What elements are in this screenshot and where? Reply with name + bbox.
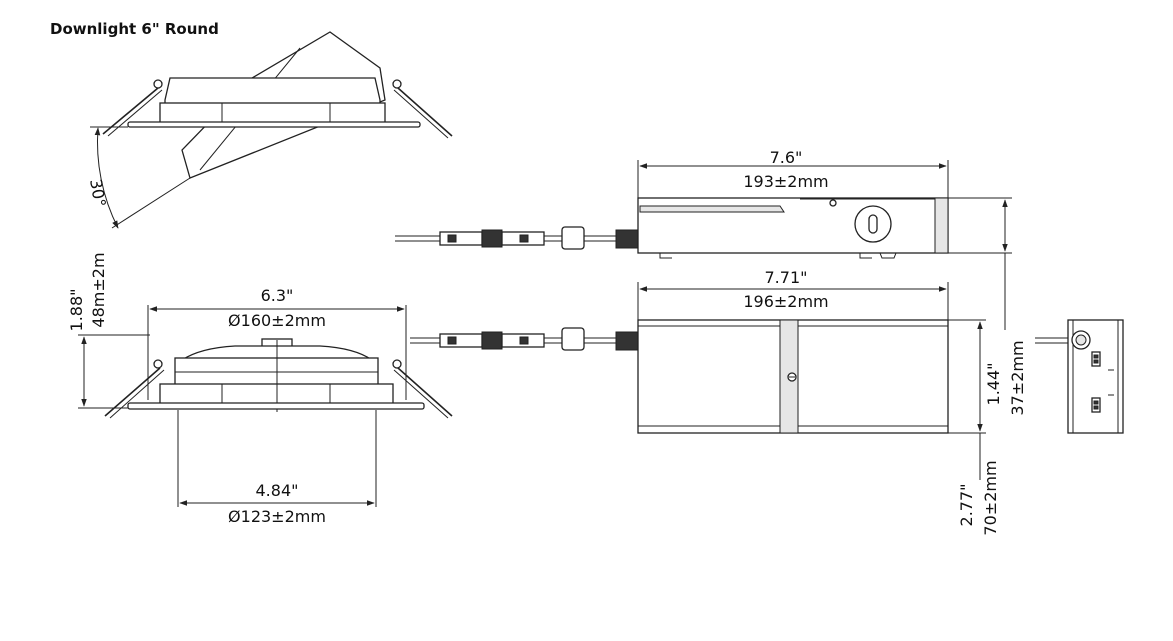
tilted-flange — [127, 121, 421, 128]
driver-width-mm-label: 70±2mm — [981, 460, 1000, 535]
downlight-front-view: 6.3" Ø160±2mm 4.84" Ø123±2mm — [104, 286, 453, 526]
side-cable-nut — [561, 327, 585, 351]
driver-top-len-mm-label: 193±2mm — [743, 172, 828, 191]
front-flange — [127, 402, 425, 410]
driver-side-len-mm-label: 196±2mm — [743, 292, 828, 311]
driver-end-view — [1035, 319, 1124, 434]
height-mm-label: 48m±2m — [89, 252, 108, 327]
height-dimension: 1.88" 48m±2m — [67, 252, 150, 409]
driver-height-mm-label: 37±2mm — [1008, 340, 1027, 415]
top-cable-nut — [561, 226, 585, 250]
flange-in-label: 6.3" — [261, 286, 294, 305]
driver-width-in-label: 2.77" — [957, 484, 976, 527]
driver-top-view: 7.6" 193±2mm — [395, 148, 1012, 259]
side-connector-grip — [481, 331, 503, 350]
height-in-label: 1.88" — [67, 289, 86, 332]
driver-side-view: 7.71" 196±2mm 2.77" 70±2mm 1.44" 37±2mm — [410, 253, 1027, 536]
tilt-angle-label: 30° — [86, 177, 110, 208]
right-spring-clip — [397, 87, 453, 137]
tilt-angle-arc — [94, 127, 119, 229]
tilted-housing — [164, 77, 381, 106]
cutout-mm-label: Ø123±2mm — [228, 507, 326, 526]
driver-height-in-label: 1.44" — [984, 363, 1003, 406]
driver-side-len-in-label: 7.71" — [765, 268, 808, 287]
top-connector-grip — [481, 229, 503, 248]
page-title: Downlight 6" Round — [50, 20, 219, 38]
cutout-in-label: 4.84" — [256, 481, 299, 500]
driver-top-len-in-label: 7.6" — [770, 148, 803, 167]
left-spring-clip — [102, 87, 159, 135]
downlight-tilted-view: 30° — [86, 31, 453, 229]
flange-mm-label: Ø160±2mm — [228, 311, 326, 330]
